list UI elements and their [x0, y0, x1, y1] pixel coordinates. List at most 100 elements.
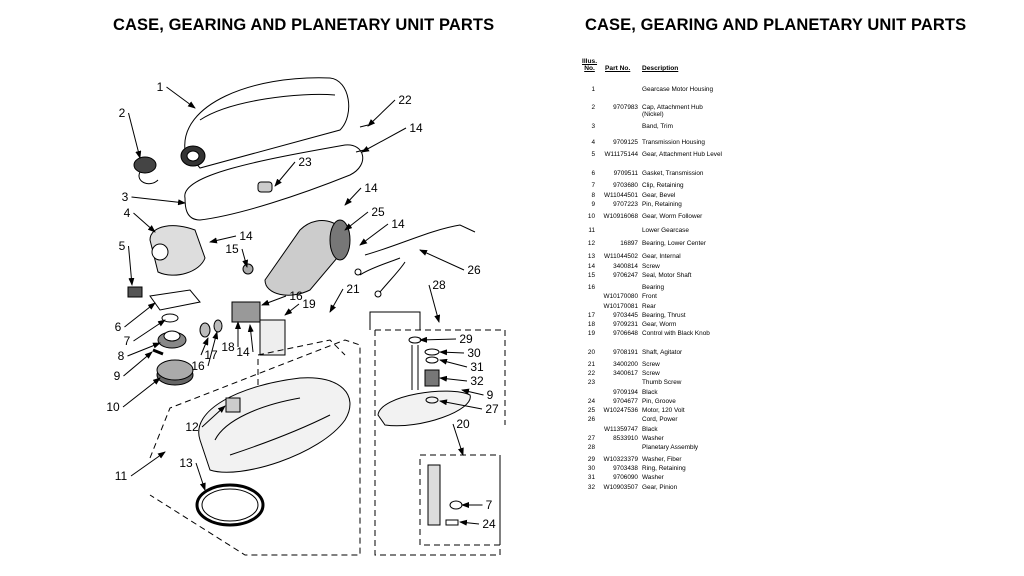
part-description: Planetary Assembly	[642, 444, 699, 451]
planetary-assembly	[377, 336, 471, 427]
callout-number: 14	[364, 181, 378, 195]
callout-number: 20	[456, 417, 470, 431]
leader-line	[201, 405, 226, 428]
leader-line	[274, 161, 296, 187]
attachment-hub-gear	[127, 286, 143, 298]
callout-number: 29	[459, 332, 473, 346]
callout-number: 7	[124, 334, 131, 348]
leader-line	[133, 212, 156, 233]
part-number: W10170080	[603, 293, 638, 300]
illus-number: 28	[587, 444, 595, 451]
leader-line	[247, 324, 254, 353]
leader-line	[261, 295, 287, 306]
part-description: Seal, Motor Shaft	[642, 272, 692, 279]
part-description: Front	[642, 293, 657, 300]
leader-line	[207, 331, 219, 367]
illus-number: 26	[587, 416, 595, 423]
leader-line	[195, 462, 206, 491]
part-description: Screw	[642, 361, 660, 368]
part-description: Gasket, Transmission	[642, 170, 704, 177]
illus-number: 29	[587, 456, 595, 463]
part-number: 3400814	[613, 263, 638, 270]
callout-number: 11	[115, 469, 128, 483]
transmission-gasket	[149, 289, 201, 311]
callout-number: 21	[346, 282, 360, 296]
leader-line	[128, 112, 142, 159]
part-number: 9706090	[613, 474, 638, 481]
callout-number: 23	[298, 155, 312, 169]
part-description: Gear, Internal	[642, 253, 681, 260]
callout-number: 15	[225, 242, 239, 256]
part-description: Washer	[642, 474, 664, 481]
part-description: Gear, Pinion	[642, 484, 678, 491]
part-number: 9707983	[613, 104, 638, 111]
illus-number: 4	[591, 139, 595, 146]
part-number: 9709125	[613, 139, 638, 146]
illus-number: 13	[587, 253, 595, 260]
illus-number: 18	[587, 321, 595, 328]
leader-line	[439, 349, 465, 356]
illus-number: 31	[587, 474, 595, 481]
part-number: 9703438	[613, 465, 638, 472]
part-number: 3400617	[613, 370, 638, 377]
illus-no-header: Illus. No.	[582, 58, 598, 72]
leader-line	[419, 336, 457, 343]
callout-number: 4	[124, 206, 131, 220]
callout-number: 10	[106, 400, 120, 414]
illus-number: 9	[591, 201, 595, 208]
part-number: W11359747	[604, 426, 638, 433]
part-description: Pin, Groove	[642, 398, 676, 405]
illus-number: 12	[587, 240, 595, 247]
leader-line	[344, 211, 369, 231]
part-description: Washer	[642, 435, 664, 442]
part-description: Gear, Worm	[642, 321, 677, 328]
leader-line	[439, 375, 468, 382]
callout-number: 3	[122, 190, 129, 204]
part-description: Cap, Attachment Hub (Nickel)	[642, 104, 703, 118]
callout-number: 27	[485, 402, 499, 416]
bevel-gear	[157, 330, 187, 349]
internal-gear	[195, 483, 265, 527]
trim-band	[184, 144, 364, 221]
part-number: 9704677	[613, 398, 638, 405]
illus-number: 1	[591, 86, 595, 93]
illus-number: 8	[591, 192, 595, 199]
part-number: 9703445	[613, 312, 638, 319]
agitator-shaft	[427, 464, 463, 526]
callout-number: 17	[204, 348, 218, 362]
part-number: 9706247	[613, 272, 638, 279]
illus-number: 14	[587, 263, 595, 270]
leader-line	[133, 319, 166, 342]
leader-line	[439, 399, 483, 410]
part-number: W11044502	[604, 253, 638, 260]
worm-follower-gear	[156, 359, 194, 386]
callout-number: 12	[185, 420, 199, 434]
callout-number: 24	[482, 517, 496, 531]
illus-number: 25	[587, 407, 595, 414]
illus-number: 32	[587, 484, 595, 491]
callout-number: 16	[191, 359, 205, 373]
callout-number: 28	[432, 278, 446, 292]
leader-line	[131, 196, 186, 206]
callout-number: 32	[470, 374, 484, 388]
callout-number: 9	[114, 369, 121, 383]
illus-number: 17	[587, 312, 595, 319]
illus-number: 15	[587, 272, 595, 279]
part-description: Bearing	[642, 284, 665, 291]
worm-gear	[231, 301, 261, 323]
part-description: Bearing, Lower Center	[642, 240, 706, 247]
part-description: Cord, Power	[642, 416, 678, 423]
part-description: Pin, Retaining	[642, 201, 682, 208]
leader-line	[130, 451, 166, 477]
illus-number: 19	[587, 330, 595, 337]
illus-number: 27	[587, 435, 595, 442]
part-description: Transmission Housing	[642, 139, 705, 146]
callout-number: 16	[289, 289, 303, 303]
diagram-title: CASE, GEARING AND PLANETARY UNIT PARTS	[113, 16, 495, 34]
leader-line	[166, 86, 196, 109]
illus-number: 30	[587, 465, 595, 472]
callout-number: 5	[119, 239, 126, 253]
illus-number: 2	[591, 104, 595, 111]
gearcase-motor-housing	[180, 77, 350, 169]
part-number: W10916068	[603, 213, 638, 220]
